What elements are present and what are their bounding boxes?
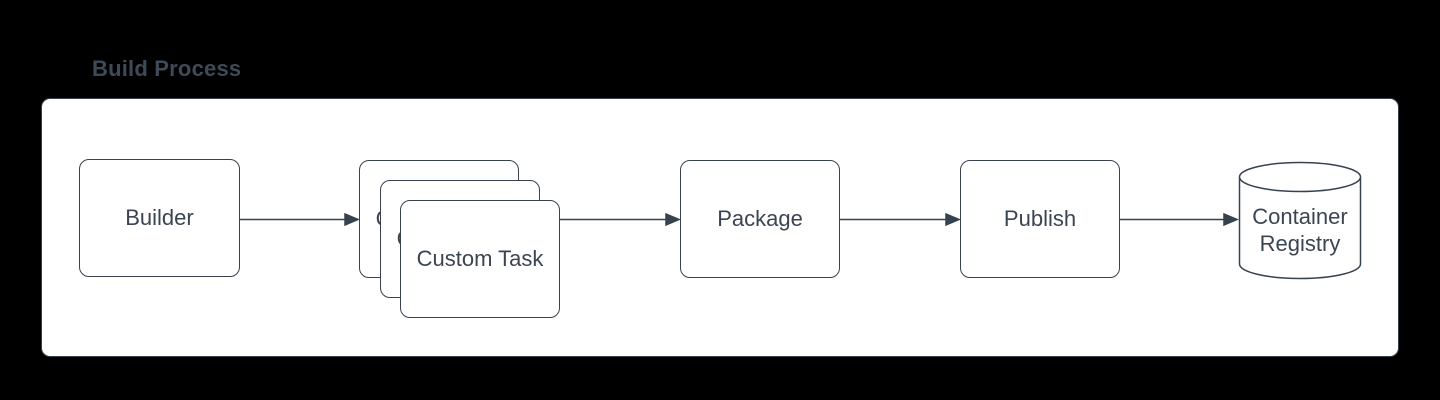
node-package[interactable]: Package xyxy=(680,160,840,278)
node-custom-task-label: Custom Task xyxy=(416,246,544,271)
node-custom-task[interactable]: Custom Task xyxy=(400,200,560,318)
node-builder[interactable]: Builder xyxy=(79,159,240,277)
cylinder-icon xyxy=(1238,161,1362,280)
diagram-title: Build Process xyxy=(92,56,242,81)
arrow-custom-task-to-package[interactable] xyxy=(560,212,681,227)
node-publish[interactable]: Publish xyxy=(960,160,1120,278)
arrow-builder-to-custom-task[interactable] xyxy=(240,212,360,227)
arrow-package-to-publish[interactable] xyxy=(840,212,961,227)
node-container-registry-label: Container Registry xyxy=(1252,204,1348,256)
node-package-label: Package xyxy=(717,206,803,231)
node-publish-label: Publish xyxy=(1003,206,1077,231)
node-builder-label: Builder xyxy=(125,205,194,230)
node-container-registry[interactable]: Container Registry xyxy=(1238,161,1362,280)
arrow-publish-to-container-registry[interactable] xyxy=(1120,212,1239,227)
